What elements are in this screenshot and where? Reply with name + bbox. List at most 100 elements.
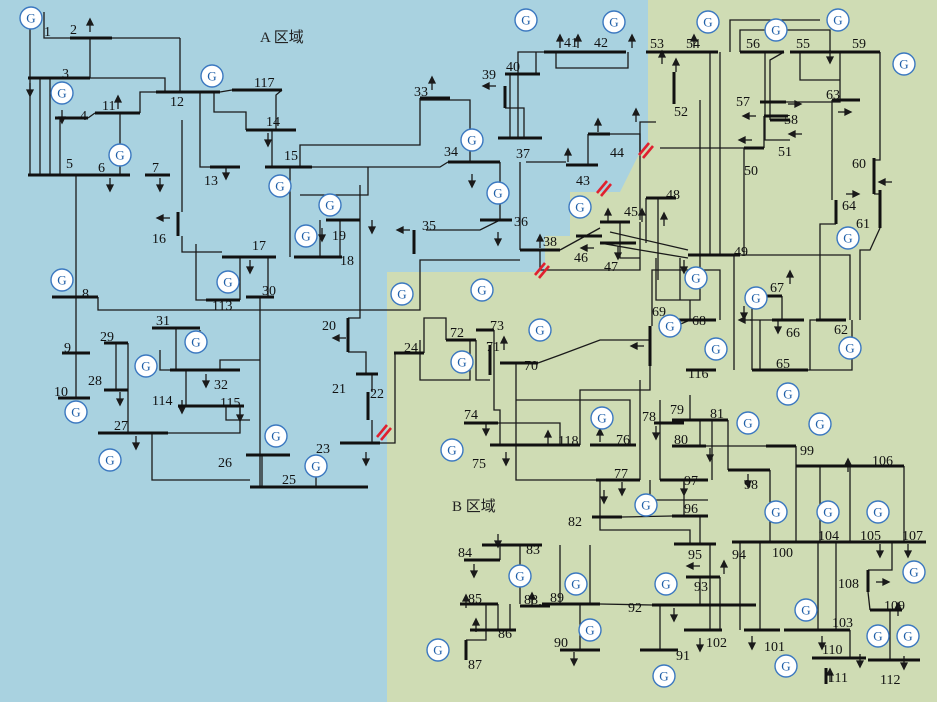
svg-text:G: G — [873, 505, 882, 520]
transmission-line — [43, 12, 70, 39]
bus-label-109: 109 — [884, 599, 905, 614]
generator-icon: G — [744, 286, 768, 310]
bus-label-76: 76 — [616, 433, 630, 448]
bus-label-114: 114 — [152, 394, 172, 409]
transmission-line — [867, 591, 871, 611]
bus-label-34: 34 — [444, 145, 458, 160]
bus-label-63: 63 — [826, 88, 840, 103]
generator-icon: G — [470, 278, 494, 302]
load-arrow-icon — [569, 658, 579, 667]
load-arrow-icon — [603, 207, 613, 216]
transmission-line — [868, 542, 893, 571]
load-arrow-icon — [543, 429, 553, 438]
bus-label-9: 9 — [64, 341, 71, 356]
generator-icon: G — [704, 337, 728, 361]
transmission-line — [348, 351, 367, 374]
load-arrow-icon — [115, 398, 125, 407]
bus-label-115: 115 — [220, 396, 240, 411]
bus-label-1: 1 — [44, 25, 51, 40]
svg-text:G: G — [575, 200, 584, 215]
svg-text:G: G — [26, 11, 35, 26]
bus-label-57: 57 — [736, 95, 750, 110]
svg-text:G: G — [571, 577, 580, 592]
bus-label-86: 86 — [498, 627, 512, 642]
bus-label-28: 28 — [88, 374, 102, 389]
load-arrow-icon — [85, 17, 95, 26]
transmission-line — [380, 353, 396, 444]
transmission-line — [505, 107, 525, 138]
load-arrow-icon — [467, 180, 477, 189]
transmission-line — [181, 236, 222, 253]
generator-icon: G — [460, 128, 484, 152]
bus-label-97: 97 — [684, 474, 698, 489]
transmission-line — [493, 330, 501, 445]
bus-label-83: 83 — [526, 543, 540, 558]
bus-label-105: 105 — [860, 529, 881, 544]
bus-label-108: 108 — [838, 577, 859, 592]
load-arrow-icon — [469, 570, 479, 579]
bus-label-47: 47 — [604, 260, 618, 275]
bus-label-55: 55 — [796, 37, 810, 52]
generator-icon: G — [528, 318, 552, 342]
generator-icon: G — [866, 500, 890, 524]
bus-label-84: 84 — [458, 546, 472, 561]
generator-icon: G — [98, 448, 122, 472]
transmission-line — [819, 223, 836, 320]
interface-cut-mark — [638, 142, 654, 159]
bus-label-37: 37 — [516, 147, 530, 162]
bus-label-106: 106 — [872, 454, 893, 469]
bus-label-104: 104 — [818, 529, 839, 544]
generator-icon: G — [390, 282, 414, 306]
bus-label-24: 24 — [404, 341, 418, 356]
bus-label-116: 116 — [688, 367, 708, 382]
bus-label-73: 73 — [490, 319, 504, 334]
bus-label-94: 94 — [732, 548, 746, 563]
load-arrow-icon — [317, 234, 327, 243]
interface-cut-mark — [596, 180, 612, 197]
transmission-line — [799, 52, 840, 81]
bus-label-90: 90 — [554, 636, 568, 651]
load-arrow-icon — [527, 591, 537, 600]
svg-text:G: G — [783, 387, 792, 402]
bus-label-25: 25 — [282, 473, 296, 488]
generator-icon: G — [64, 400, 88, 424]
load-arrow-icon — [471, 617, 481, 626]
transmission-line — [517, 51, 544, 138]
load-arrow-icon — [657, 49, 667, 58]
load-arrow-icon — [235, 414, 245, 423]
bus-label-71: 71 — [486, 340, 500, 355]
generator-icon: G — [184, 330, 208, 354]
transmission-line — [151, 433, 250, 481]
transmission-line — [764, 52, 790, 141]
transmission-line — [219, 359, 260, 370]
load-arrow-icon — [361, 458, 371, 467]
bus-label-111: 111 — [828, 671, 848, 686]
generator-icon: G — [658, 314, 682, 338]
transmission-line — [515, 363, 596, 481]
generator-icon: G — [654, 572, 678, 596]
transmission-line — [609, 231, 689, 251]
load-arrow-icon — [155, 184, 165, 193]
bus-label-61: 61 — [856, 217, 870, 232]
transmission-line — [537, 339, 650, 364]
load-arrow-icon — [331, 333, 340, 343]
bus-label-19: 19 — [332, 229, 346, 244]
bus-label-14: 14 — [266, 115, 280, 130]
load-arrow-icon — [395, 225, 404, 235]
bus-label-80: 80 — [674, 433, 688, 448]
svg-text:G: G — [207, 69, 216, 84]
bus-label-93: 93 — [694, 580, 708, 595]
transmission-line — [275, 89, 283, 130]
load-arrow-icon — [481, 81, 490, 91]
svg-text:G: G — [447, 443, 456, 458]
bus-label-10: 10 — [54, 385, 68, 400]
svg-text:G: G — [325, 198, 334, 213]
bus-label-103: 103 — [832, 616, 853, 631]
load-arrow-icon — [263, 139, 273, 148]
generator-icon: G — [838, 336, 862, 360]
bus-label-87: 87 — [468, 658, 482, 673]
bus-label-79: 79 — [670, 403, 684, 418]
generator-icon: G — [902, 560, 926, 584]
load-arrow-icon — [825, 56, 835, 65]
